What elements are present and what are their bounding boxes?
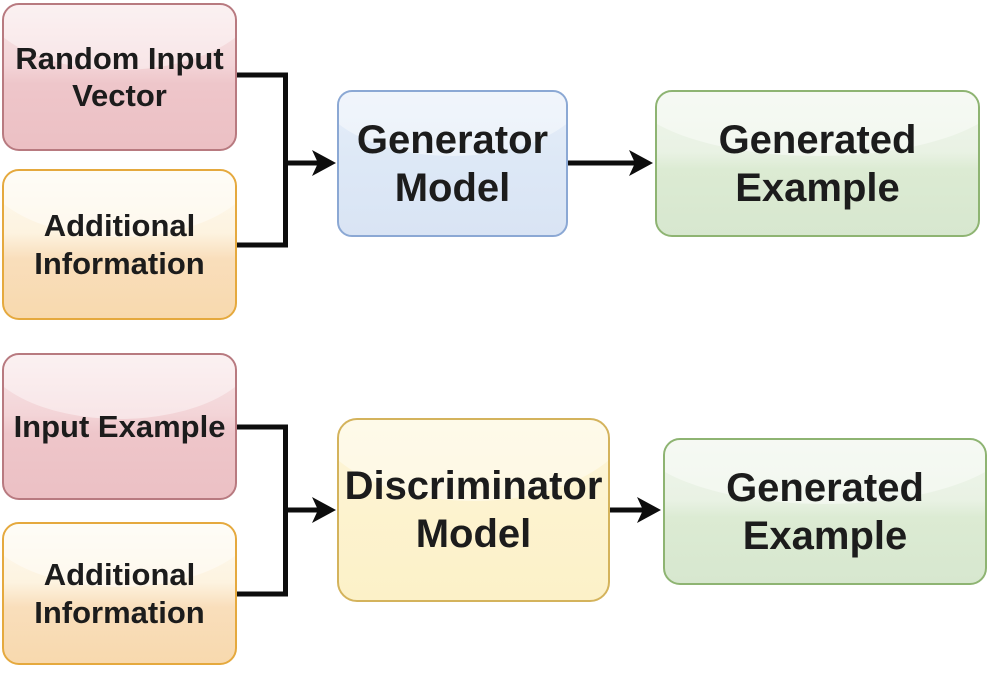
box-generator-model-label: Generator Model (356, 117, 549, 210)
box-additional-information-bottom-label: Additional Information (34, 557, 205, 630)
box-discriminator-model-label: Discriminator Model (344, 464, 603, 556)
box-additional-information-top: Additional Information (2, 169, 237, 320)
box-input-example-label: Input Example (13, 408, 226, 444)
box-random-input-vector-label: Random Input Vector (15, 40, 224, 113)
top-merge-connector (237, 72, 288, 248)
arrow-into-generator-head (312, 150, 336, 176)
bottom-merge-connector (237, 424, 288, 597)
box-additional-information-bottom: Additional Information (2, 522, 237, 665)
box-discriminator-model: Discriminator Model (337, 418, 610, 602)
box-generated-example-bottom: Generated Example (663, 438, 987, 585)
box-generator-model: Generator Model (337, 90, 568, 237)
box-generated-example-bottom-label: Generated Example (726, 465, 924, 558)
box-generated-example-top: Generated Example (655, 90, 980, 237)
arrow-generator-to-output-head (629, 150, 653, 176)
box-input-example: Input Example (2, 353, 237, 500)
arrow-discriminator-to-output-head (637, 497, 661, 523)
box-random-input-vector: Random Input Vector (2, 3, 237, 151)
box-generated-example-top-label: Generated Example (718, 117, 917, 210)
box-additional-information-top-label: Additional Information (34, 208, 205, 281)
arrow-into-discriminator-head (312, 497, 336, 523)
